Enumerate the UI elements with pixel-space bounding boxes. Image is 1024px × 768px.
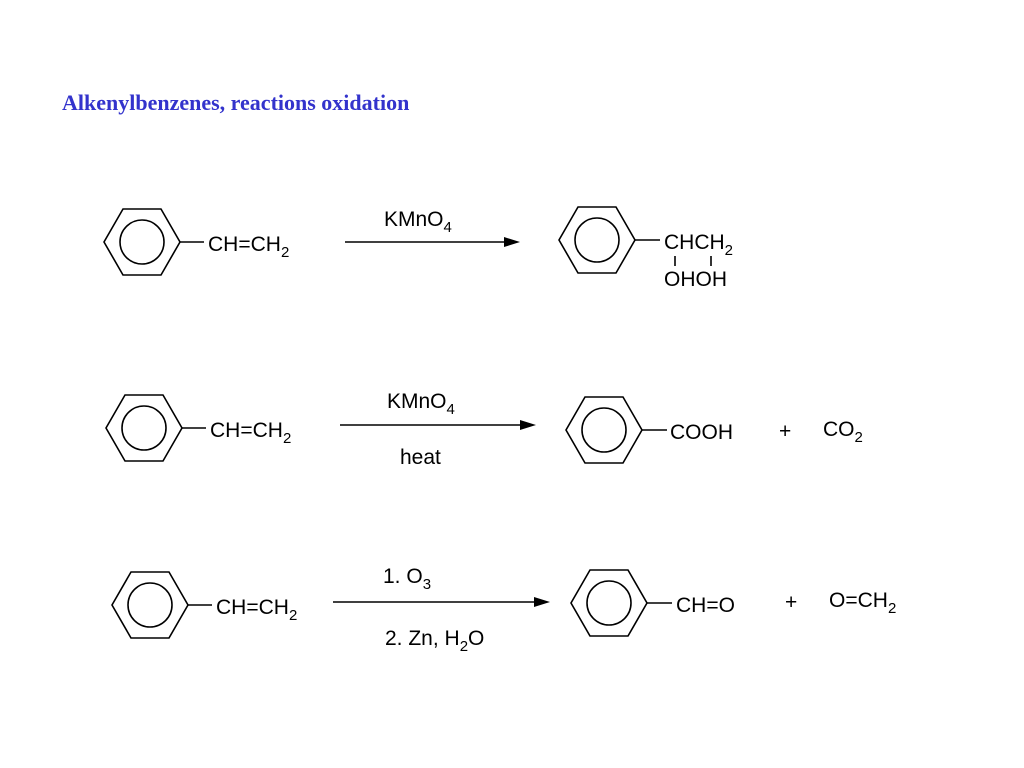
reactant-1: CH=CH2 [103,208,289,276]
arrow-head-icon [520,420,536,430]
byproduct-formula: O=CH2 [829,589,896,617]
reaction-2: CH=CH2 KMnO4 heat COOH + CO2 [105,390,863,469]
benzene-ring-icon [105,394,183,462]
product-1: CHCH2 OHOH [558,206,733,291]
benzene-ring-icon [565,396,643,464]
reactant-formula: CH=CH2 [216,596,297,624]
reagent-below: heat [400,446,441,469]
arrow-3 [333,597,550,607]
product-2: COOH [565,396,733,464]
product-3: CH=O [570,569,735,637]
reactant-formula: CH=CH2 [210,419,291,447]
product-formula: COOH [670,421,733,444]
product-formula-bottom: OHOH [664,268,727,291]
page-title: Alkenylbenzenes, reactions oxidation [62,90,410,115]
reagent-above: 1. O3 [383,565,431,593]
reagent-below: 2. Zn, H2O [385,627,484,655]
benzene-ring-icon [570,569,648,637]
reaction-1: CH=CH2 KMnO4 CHCH2 OHOH [103,206,733,291]
plus-sign: + [785,591,797,614]
benzene-ring-icon [558,206,636,274]
benzene-ring-icon [103,208,181,276]
benzene-ring-icon [111,571,189,639]
reaction-3: CH=CH2 1. O3 2. Zn, H2O CH=O + O=CH2 [111,565,896,655]
reagent-above: KMnO4 [387,390,455,418]
product-formula: CH=O [676,594,735,617]
reactant-3: CH=CH2 [111,571,297,639]
reactant-2: CH=CH2 [105,394,291,462]
arrow-head-icon [504,237,520,247]
plus-sign: + [779,420,791,443]
arrow-head-icon [534,597,550,607]
product-formula-top: CHCH2 [664,231,733,259]
arrow-1 [345,237,520,247]
arrow-2 [340,420,536,430]
reagent-above: KMnO4 [384,208,452,236]
byproduct-formula: CO2 [823,418,863,446]
reactant-formula: CH=CH2 [208,233,289,261]
